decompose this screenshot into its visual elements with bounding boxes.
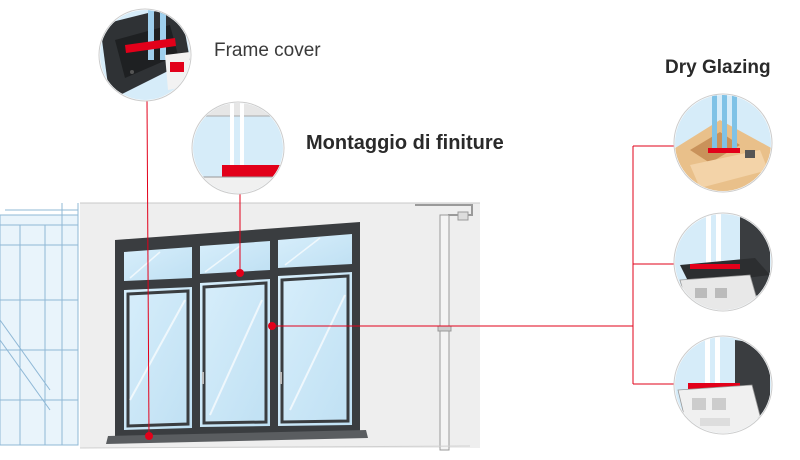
leader-lines	[146, 99, 676, 437]
downpipe	[415, 204, 473, 451]
building-sketch-left	[0, 203, 79, 446]
dry-glazing-label: Dry Glazing	[665, 57, 771, 78]
frame-cover-label: Frame cover	[214, 40, 321, 61]
frame-cover-detail-icon	[98, 8, 192, 102]
finishing-mount-label: Montaggio di finiture	[306, 132, 504, 154]
dry-glazing-profile-detail-icon	[673, 212, 773, 312]
dry-glazing-sill-detail-icon	[673, 335, 773, 435]
finishing-mount-detail-icon	[191, 101, 285, 195]
main-window	[79, 222, 471, 449]
leader-dots	[145, 269, 276, 440]
dry-glazing-wood-detail-icon	[673, 93, 773, 193]
